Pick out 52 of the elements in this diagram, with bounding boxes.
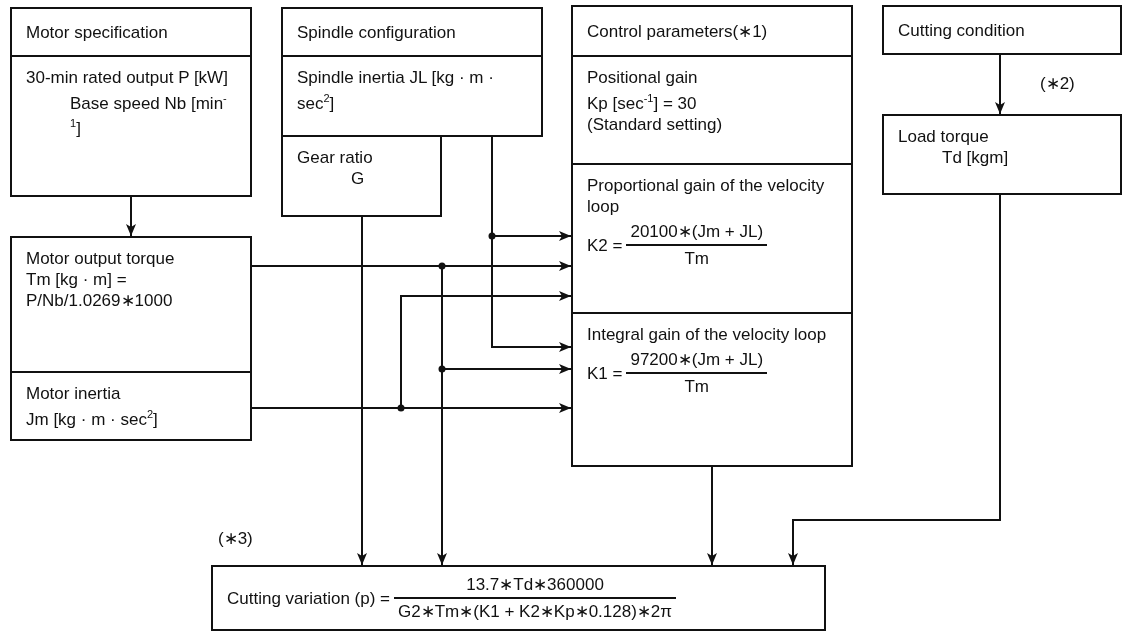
box-text: Proportional gain of the velocity loop <box>587 175 826 217</box>
box-text: Jm [kg · m · sec$^{2}$] <box>26 407 159 430</box>
numerator: 20100∗(Jm + JL) <box>629 221 765 243</box>
denominator: G2∗Tm∗(K1 + K2∗Kp∗0.128)∗2π <box>394 597 677 624</box>
box-text: (Standard setting) <box>587 113 724 135</box>
box-text: Base speed Nb [min$^{-}$$^{1}$] <box>69 91 228 140</box>
arrow <box>707 466 717 566</box>
box-text: Spindle inertia JL [kg · m · sec$^{2}$] <box>297 67 495 114</box>
process-box <box>281 55 543 137</box>
arrow <box>491 136 572 352</box>
process-box <box>281 135 442 217</box>
process-box <box>882 114 1122 195</box>
denominator: Tm <box>626 372 768 399</box>
header-text: Control parameters(∗1) <box>587 20 769 42</box>
arrow <box>126 196 136 237</box>
header-box <box>882 5 1122 55</box>
edge-label: (∗2) <box>1040 73 1075 94</box>
formula-box <box>571 312 853 467</box>
arrow <box>251 403 572 413</box>
arrow <box>788 194 1001 566</box>
box-text: 30-min rated output P [kW] <box>26 67 229 88</box>
process-box <box>571 55 853 165</box>
box-text: Integral gain of the velocity loop <box>587 324 828 345</box>
formula-lhs: K1 = <box>587 362 623 384</box>
header-text: Cutting condition <box>898 19 1026 41</box>
box-text: Gear ratio <box>297 147 374 168</box>
formula-box <box>571 163 853 314</box>
header-text: Motor specification <box>26 21 169 43</box>
note-label: (∗3) <box>218 528 253 549</box>
process-box <box>10 55 252 197</box>
process-box <box>10 236 252 373</box>
arrow <box>357 216 367 566</box>
denominator: Tm <box>626 244 768 271</box>
box-text: Motor output torque <box>26 248 176 269</box>
box-text: G <box>350 168 366 189</box>
formula-lhs: Cutting variation (p) = <box>227 587 390 609</box>
box-text: Tm [kg · m] = P/Nb/1.0269∗1000 <box>26 269 174 311</box>
box-text: Motor inertia <box>26 383 122 404</box>
numerator: 13.7∗Td∗360000 <box>465 574 605 596</box>
process-box <box>10 371 252 441</box>
box-text: Kp [sec$^{-1}$] = 30 <box>587 91 698 114</box>
box-text: Load torque <box>898 126 990 147</box>
box-text: Td [kgm] <box>941 147 1010 168</box>
header-box <box>281 7 543 57</box>
numerator: 97200∗(Jm + JL) <box>629 349 765 371</box>
header-text: Spindle configuration <box>297 21 457 43</box>
box-text: Positional gain <box>587 67 699 88</box>
header-box <box>571 5 853 57</box>
header-box <box>10 7 252 57</box>
formula-lhs: K2 = <box>587 234 623 256</box>
formula-box <box>211 565 826 631</box>
arrow <box>995 54 1005 115</box>
